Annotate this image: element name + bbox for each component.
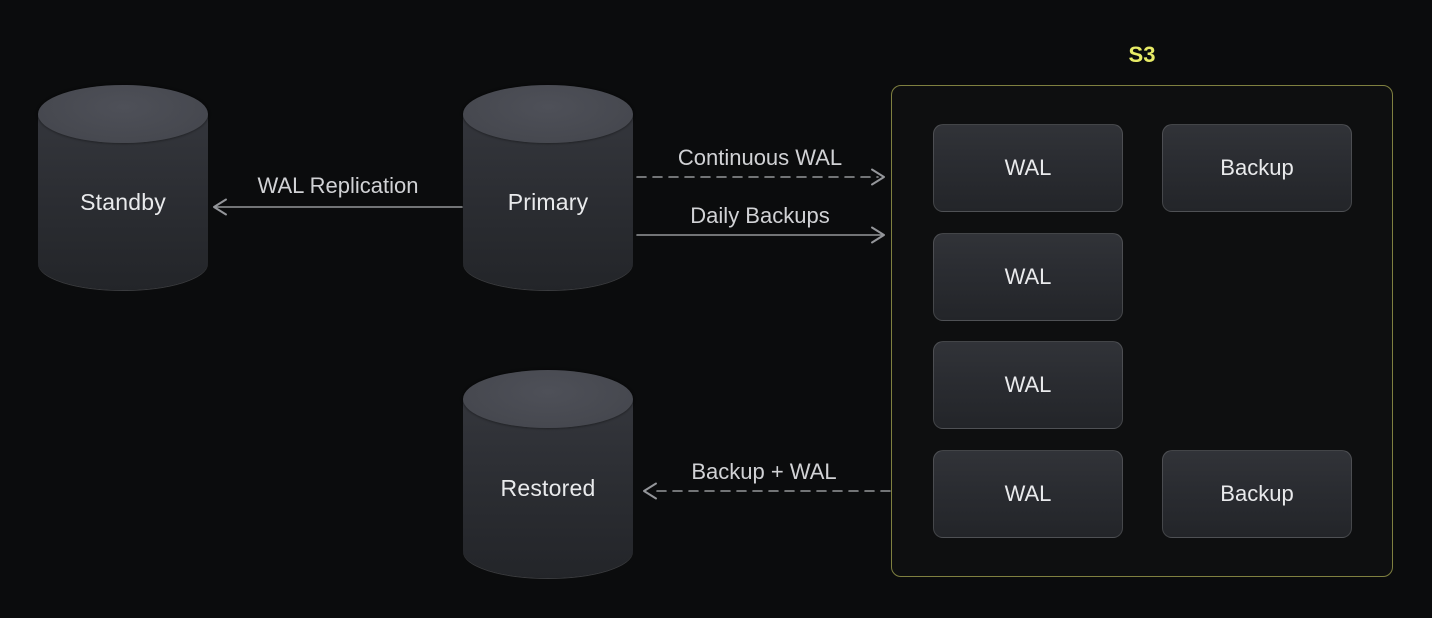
cylinder-top-ellipse — [463, 370, 633, 428]
s3-container: WAL Backup WAL WAL WAL Backup — [891, 85, 1393, 577]
continuous-wal-arrow-label: Continuous WAL — [677, 145, 843, 170]
cylinder-body — [38, 114, 208, 290]
continuous-wal-arrow — [636, 168, 885, 186]
wal-box-label: WAL — [1004, 264, 1052, 289]
wal-box: WAL — [933, 450, 1123, 538]
backup-box-label: Backup — [1220, 155, 1294, 180]
backup-box-label: Backup — [1220, 481, 1294, 506]
primary-database-cylinder: Primary — [463, 85, 633, 290]
wal-box-label: WAL — [1004, 372, 1052, 397]
standby-label: Standby — [80, 188, 166, 215]
wal-replication-arrow — [213, 198, 463, 216]
backup-box: Backup — [1162, 450, 1352, 538]
backup-box: Backup — [1162, 124, 1352, 212]
wal-replication-arrow-label: WAL Replication — [257, 173, 419, 198]
cylinder-body — [463, 399, 633, 578]
wal-box-label: WAL — [1004, 481, 1052, 506]
daily-backups-arrow — [636, 226, 885, 244]
wal-box: WAL — [933, 341, 1123, 429]
restored-database-cylinder: Restored — [463, 370, 633, 578]
standby-database-cylinder: Standby — [38, 85, 208, 290]
daily-backups-arrow-label: Daily Backups — [690, 203, 830, 228]
wal-box: WAL — [933, 124, 1123, 212]
primary-label: Primary — [507, 188, 589, 215]
restored-label: Restored — [500, 475, 596, 501]
wal-box: WAL — [933, 233, 1123, 321]
backup-wal-arrow — [643, 482, 891, 500]
cylinder-body — [463, 114, 633, 290]
wal-box-label: WAL — [1004, 155, 1052, 180]
backup-wal-arrow-label: Backup + WAL — [691, 459, 837, 484]
cylinder-top-ellipse — [38, 85, 208, 143]
cylinder-top-ellipse — [463, 85, 633, 143]
s3-title: S3 — [1128, 42, 1156, 67]
